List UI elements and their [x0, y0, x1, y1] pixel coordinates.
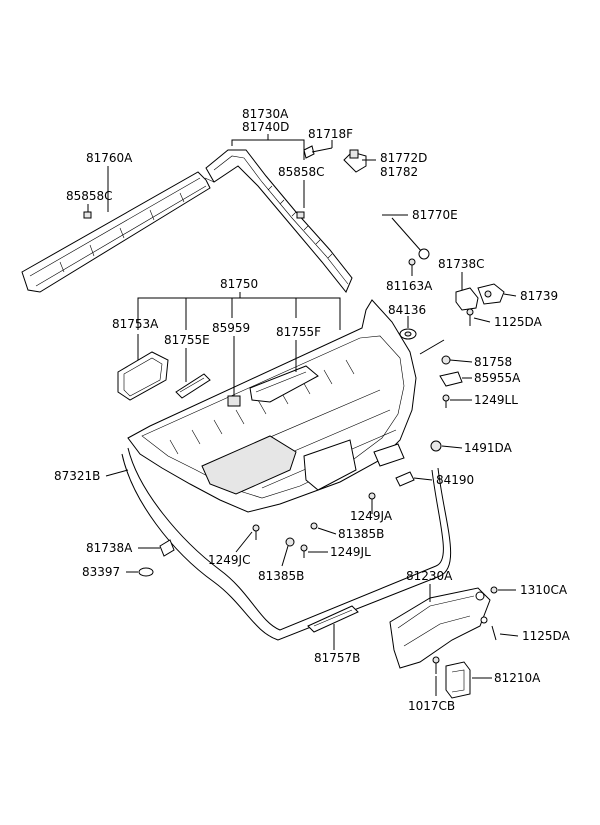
bracket-81738C — [455, 283, 505, 326]
striker-81210A — [432, 656, 471, 699]
garnish-81757B — [307, 605, 359, 633]
label-84190: 84190 — [436, 473, 474, 487]
label-81750: 81750 — [220, 277, 258, 291]
label-81210A: 81210A — [494, 671, 541, 685]
grommet-84136 — [399, 328, 417, 340]
label-81753A: 81753A — [112, 317, 159, 331]
label-1249JL: 1249JL — [330, 545, 371, 559]
bumper-81738A — [138, 539, 175, 577]
label-85858C-left: 85858C — [66, 189, 113, 203]
label-85959: 85959 — [212, 321, 250, 335]
leader-lines — [87, 134, 519, 696]
handle-81755E — [175, 373, 211, 399]
trim-panel-81750 — [127, 299, 417, 513]
label-81770E: 81770E — [412, 208, 458, 222]
label-81758: 81758 — [474, 355, 512, 369]
label-1125DA-bot: 1125DA — [522, 629, 571, 643]
small-parts-right — [439, 355, 463, 408]
latch-81230A — [389, 586, 498, 669]
label-83397: 83397 — [82, 565, 120, 579]
label-81755F: 81755F — [276, 325, 321, 339]
fasteners-panel-bottom — [252, 492, 376, 558]
label-1249JC: 1249JC — [208, 553, 250, 567]
label-81163A: 81163A — [386, 279, 433, 293]
trim-81730A — [205, 149, 353, 293]
label-81739: 81739 — [520, 289, 558, 303]
label-1310CA: 1310CA — [520, 583, 568, 597]
label-81730A: 81730A — [242, 107, 289, 121]
label-81760A: 81760A — [86, 151, 133, 165]
label-81757B: 81757B — [314, 651, 360, 665]
label-1249JA: 1249JA — [350, 509, 393, 523]
label-85858C-right: 85858C — [278, 165, 325, 179]
label-85955A: 85955A — [474, 371, 521, 385]
clip-85959 — [227, 395, 241, 407]
label-1249LL: 1249LL — [474, 393, 518, 407]
label-84136: 84136 — [388, 303, 426, 317]
label-81230A: 81230A — [406, 569, 453, 583]
label-1125DA-top: 1125DA — [494, 315, 543, 329]
part-84190 — [373, 443, 415, 487]
label-81718F: 81718F — [308, 127, 353, 141]
label-1017CB: 1017CB — [408, 699, 455, 713]
label-1491DA: 1491DA — [464, 441, 513, 455]
label-81740D: 81740D — [242, 120, 289, 134]
trim-81760A — [21, 171, 215, 293]
label-81385B-a: 81385B — [338, 527, 384, 541]
frame-81753A — [117, 351, 169, 401]
gas-strut-81770E — [303, 145, 430, 260]
clip-1491DA — [430, 440, 442, 452]
label-81782: 81782 — [380, 165, 418, 179]
label-81755E: 81755E — [164, 333, 210, 347]
label-81772D: 81772D — [380, 151, 427, 165]
label-81385B-b: 81385B — [258, 569, 304, 583]
weatherstrip-87321B — [121, 447, 452, 641]
label-81738A: 81738A — [86, 541, 133, 555]
handle-81755F — [249, 365, 319, 403]
label-81738C: 81738C — [438, 257, 485, 271]
label-87321B: 87321B — [54, 469, 100, 483]
